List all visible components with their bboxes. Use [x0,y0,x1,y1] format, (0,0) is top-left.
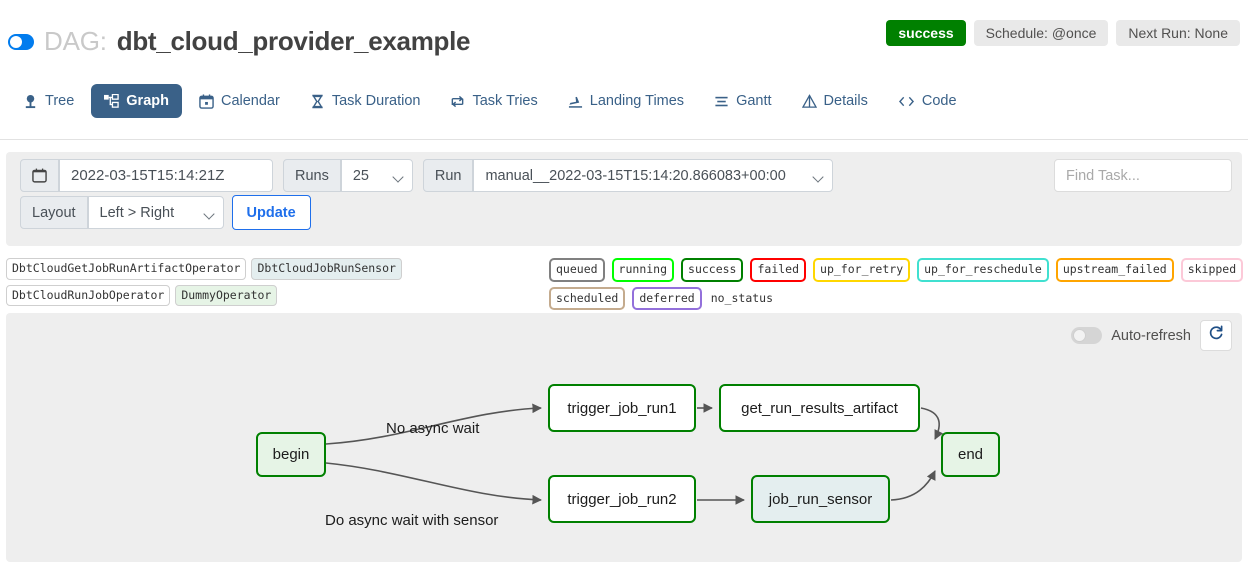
base-date-input[interactable]: 2022-03-15T15:14:21Z [59,159,273,192]
tab-label: Graph [126,93,169,109]
auto-refresh-control: Auto-refresh [1071,320,1232,351]
runs-select[interactable]: 25 [340,159,413,192]
refresh-button[interactable] [1200,320,1232,351]
graph-legend: DbtCloudGetJobRunArtifactOperator DbtClo… [0,256,1248,310]
dag-edges [325,403,944,505]
code-icon [898,94,915,109]
legend-state-no-status: no_status [710,290,774,305]
tab-tree[interactable]: Tree [10,84,87,118]
layout-label: Layout [20,196,88,229]
legend-state-up-for-retry: up_for_retry [813,258,911,282]
tab-label: Landing Times [589,93,685,109]
tab-code[interactable]: Code [885,84,970,118]
tab-details[interactable]: Details [789,84,881,118]
runs-group: Runs 25 [283,159,413,192]
edge-label-no-async-wait: No async wait [386,420,480,437]
tab-gantt[interactable]: Gantt [701,84,784,118]
legend-state-queued: queued [549,258,605,282]
run-select[interactable]: manual__2022-03-15T15:14:20.866083+00:00 [473,159,834,192]
retry-icon [450,94,465,109]
legend-state-skipped: skipped [1180,258,1244,282]
tab-label: Task Tries [472,93,538,109]
legend-operator[interactable]: DummyOperator [175,284,278,306]
runs-label: Runs [283,159,341,192]
legend-state-deferred: deferred [632,286,702,310]
base-date-group: 2022-03-15T15:14:21Z [20,159,273,192]
auto-refresh-toggle[interactable] [1071,327,1103,344]
node-label: get_run_results_artifact [741,399,898,417]
landing-icon [568,94,583,109]
dag-node-trigger-job-run1[interactable]: trigger_job_run1 [548,384,696,432]
dag-node-begin[interactable]: begin [256,432,326,477]
auto-refresh-label: Auto-refresh [1111,327,1191,344]
dag-node-trigger-job-run2[interactable]: trigger_job_run2 [548,475,696,523]
triangle-icon [801,93,817,109]
edge-begin-to-trigger2 [325,462,542,505]
tab-bar: Tree Graph Calendar Task Duration Task T [0,72,1248,193]
control-row-top: 2022-03-15T15:14:21Z Runs 25 Run manual_… [20,159,834,192]
gantt-icon [714,94,729,109]
control-row-bottom: Layout Left > Right Update [20,195,311,230]
toggle-on-icon[interactable] [8,33,34,50]
tab-graph[interactable]: Graph [91,84,182,118]
node-label: job_run_sensor [768,490,873,508]
hourglass-icon [310,94,325,109]
calendar-icon[interactable] [20,159,59,192]
state-legend: queued running success failed up_for_ret… [549,258,1244,310]
dag-graph-canvas: Auto-refresh begin trigger_job_run1 [6,313,1242,562]
dag-node-get-run-results-artifact[interactable]: get_run_results_artifact [719,384,920,432]
tab-label: Calendar [220,93,280,109]
dag-title: DAG: dbt_cloud_provider_example [8,26,470,57]
layout-group: Layout Left > Right [20,196,224,229]
dag-node-end[interactable]: end [941,432,1000,477]
tab-label: Tree [45,93,75,109]
run-label: Run [422,159,474,192]
legend-state-up-for-reschedule: up_for_reschedule [917,258,1049,282]
edge-artifact-to-end [920,407,944,440]
node-label: trigger_job_run1 [567,399,677,417]
edge-sensor-to-end [890,470,936,501]
tab-calendar[interactable]: Calendar [186,84,293,118]
node-label: begin [272,446,310,463]
dag-node-job-run-sensor[interactable]: job_run_sensor [751,475,890,523]
legend-state-success: success [681,258,744,282]
graph-icon [104,93,119,109]
layout-select[interactable]: Left > Right [87,196,224,229]
tree-icon [23,94,38,109]
tab-landing-times[interactable]: Landing Times [555,84,697,118]
edge-label-do-async-wait-with-sensor: Do async wait with sensor [325,512,499,529]
next-run-badge: Next Run: None [1116,20,1240,46]
tab-label: Gantt [736,93,772,109]
tab-task-duration[interactable]: Task Duration [297,84,434,118]
tab-label: Details [823,93,868,109]
legend-state-failed: failed [750,258,807,282]
search-input[interactable]: Find Task... [1054,159,1232,192]
legend-operator[interactable]: DbtCloudGetJobRunArtifactOperator [6,258,247,280]
dag-label: DAG: [44,26,107,56]
refresh-icon [1208,325,1224,346]
dag-control-bar: 2022-03-15T15:14:21Z Runs 25 Run manual_… [6,152,1242,246]
page-title: dbt_cloud_provider_example [116,26,471,56]
run-group: Run manual__2022-03-15T15:14:20.866083+0… [422,159,834,192]
legend-operator[interactable]: DbtCloudRunJobOperator [6,284,171,306]
status-badge: success [886,20,966,46]
schedule-badge: Schedule: @once [973,20,1109,46]
edge-begin-to-trigger1 [325,403,542,445]
legend-state-scheduled: scheduled [549,286,626,310]
header-badges: success Schedule: @once Next Run: None [886,20,1240,46]
tab-label: Code [921,93,957,109]
legend-state-running: running [611,258,675,282]
node-label: trigger_job_run2 [567,490,677,508]
tab-list: Tree Graph Calendar Task Duration Task T [10,84,970,118]
tab-task-tries[interactable]: Task Tries [437,84,550,118]
legend-operator[interactable]: DbtCloudJobRunSensor [251,258,402,280]
legend-state-upstream-failed: upstream_failed [1055,258,1174,282]
update-button[interactable]: Update [231,195,311,230]
page-header: DAG: dbt_cloud_provider_example success … [0,0,1248,72]
node-label: end [957,446,984,463]
calendar-icon [199,93,214,109]
tab-label: Task Duration [331,93,421,109]
operator-legend: DbtCloudGetJobRunArtifactOperator DbtClo… [6,258,536,306]
